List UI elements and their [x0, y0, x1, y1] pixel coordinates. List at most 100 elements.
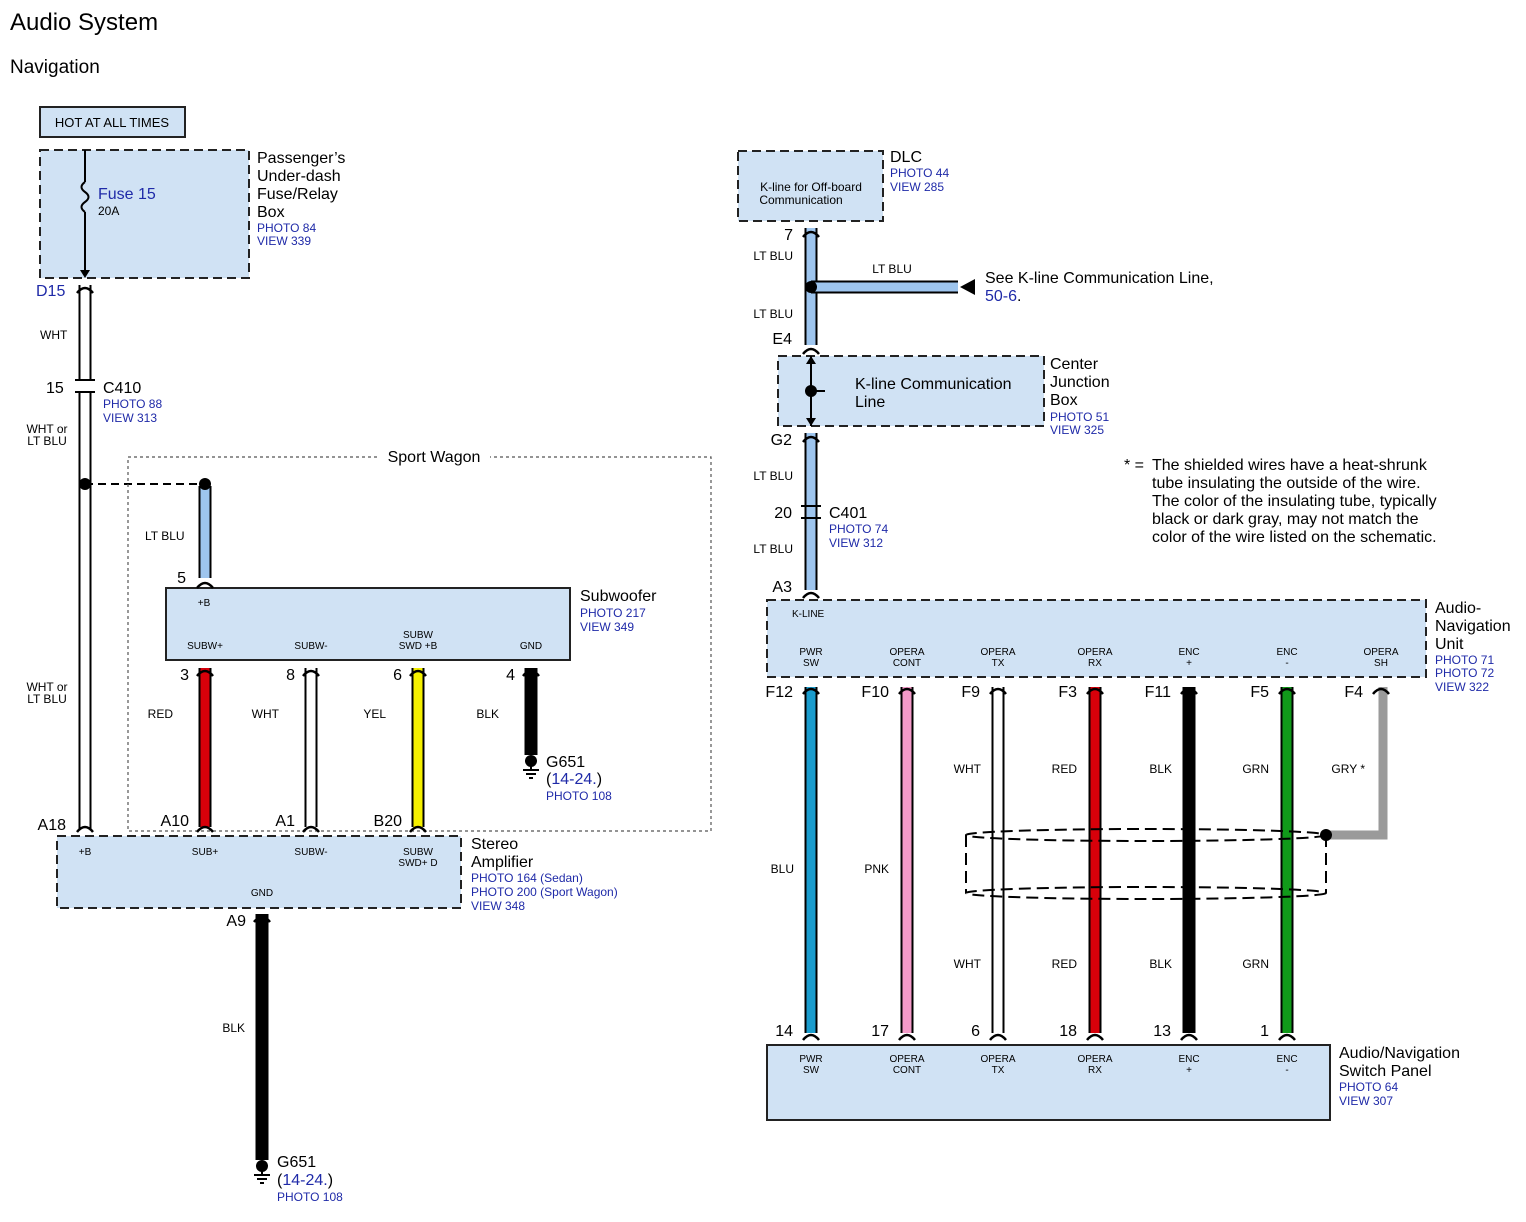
kline-ref-text: See K-line Communication Line,: [985, 270, 1214, 287]
c401-pin: 20: [774, 505, 792, 522]
anu-pin-label: OPERA: [889, 647, 924, 658]
subwoofer-pin-label: GND: [520, 641, 542, 652]
fuse-box-name-line: Under-dash: [257, 168, 341, 185]
fuse-box-name-line: Fuse/Relay: [257, 186, 338, 203]
anu-pin-label: RX: [1088, 658, 1102, 669]
wire-label-gry: GRY *: [1331, 762, 1365, 776]
anu-pin-f3: F3: [1058, 684, 1077, 701]
fuse-15-symbol: [80, 181, 90, 213]
anu-pin-label: OPERA: [980, 647, 1015, 658]
cjb-inner-1: K-line Communication: [855, 376, 1012, 393]
cup-anu-f12: [802, 687, 820, 695]
hot-at-all-times-box: [39, 106, 186, 138]
kline-ref-link[interactable]: 50-6: [985, 288, 1017, 305]
wire-label-wht-2: WHT: [954, 957, 982, 971]
subwoofer-photo: PHOTO 217: [580, 606, 646, 620]
amp-name-2: Amplifier: [471, 854, 534, 871]
switch-panel-pin-label: OPERA: [889, 1054, 924, 1065]
fuse-box-name-line: Passenger’s: [257, 150, 345, 167]
cup-sub-4: [522, 669, 540, 677]
cup-sp-14: [802, 1033, 820, 1041]
wire-label-blk-2: BLK: [1149, 957, 1172, 971]
sport-wagon-region: [127, 456, 712, 832]
splice-dot-kline: [805, 281, 817, 293]
sport-wagon-label-bg: [378, 447, 490, 465]
cup-cjb-e4: [802, 347, 820, 355]
anu-pin-label: TX: [992, 658, 1005, 669]
cup-sp-13: [1180, 1033, 1198, 1041]
subwoofer-pin-label: SUBW-: [294, 641, 327, 652]
switch-panel-pin-label: TX: [992, 1065, 1005, 1076]
subwoofer-name: Subwoofer: [580, 588, 657, 605]
amp-pin-a9: A9: [226, 913, 246, 930]
anu-name-3: Unit: [1435, 636, 1464, 653]
cjb-internal-dot: [805, 385, 817, 397]
subwoofer-pin-label: SUBW+: [187, 641, 223, 652]
wire-label-grn-2: GRN: [1242, 957, 1269, 971]
cjb-view: VIEW 325: [1050, 423, 1104, 437]
switch-panel-pin-label: PWR: [799, 1054, 822, 1065]
c410-photo: PHOTO 88: [103, 397, 162, 411]
switch-panel-pin-label: ENC: [1178, 1054, 1199, 1065]
c401-photo: PHOTO 74: [829, 522, 888, 536]
amp-pin-subw: SUBW: [403, 847, 434, 858]
fuse-box-view: VIEW 339: [257, 234, 311, 248]
cup-dlc-7: [802, 230, 820, 238]
subwoofer-pin-num: 4: [506, 667, 515, 684]
switch-panel-pin-17: 17: [871, 1023, 889, 1040]
wire-label-lt-blu-sub: LT BLU: [145, 529, 185, 543]
amp-pin-b20: B20: [374, 813, 403, 830]
anu-pin-a3: A3: [772, 579, 792, 596]
cjb-name-3: Box: [1050, 392, 1078, 409]
switch-panel-box: [766, 1044, 1331, 1121]
amp-pin-a1: A1: [275, 813, 295, 830]
switch-panel-pin-13: 13: [1153, 1023, 1171, 1040]
cup-sub-5: [196, 581, 214, 589]
kline-ref-dot: .: [1017, 288, 1021, 305]
amp-pin-plus-b: +B: [79, 847, 92, 858]
cup-sub-8: [302, 669, 320, 677]
g651-sub-link[interactable]: 14-24.: [551, 771, 596, 788]
dlc-inner-1: K-line for Off-board: [760, 180, 862, 194]
splice-dot-subwoofer: [199, 478, 211, 490]
subwoofer-pin-label: SUBW: [403, 630, 434, 641]
note-line: The color of the insulating tube, typica…: [1152, 493, 1437, 510]
cup-anu-f5: [1278, 687, 1296, 695]
amp-view: VIEW 348: [471, 899, 525, 913]
switch-panel-name-1: Audio/Navigation: [1339, 1045, 1460, 1062]
anu-pin-label: OPERA: [1363, 647, 1398, 658]
wire-label-wht-or-2: LT BLU: [27, 434, 67, 448]
audio-navigation-unit-box: [766, 599, 1427, 678]
subwoofer-box: [165, 587, 571, 661]
anu-pin-label: PWR: [799, 647, 822, 658]
wire-label-red-2: RED: [1052, 957, 1078, 971]
wire-label-wht-1: WHT: [954, 762, 982, 776]
anu-pin-label: ENC: [1276, 647, 1297, 658]
cup-sp-18: [1086, 1033, 1104, 1041]
wire-label-lt-blu-3: LT BLU: [753, 469, 793, 483]
cup-anu-a3: [802, 591, 820, 599]
dlc-photo: PHOTO 44: [890, 166, 949, 180]
wire-label-blk-1: BLK: [1149, 762, 1172, 776]
wire-label-lt-blu-2: LT BLU: [753, 307, 793, 321]
wire-label-sub-blk: BLK: [476, 707, 499, 721]
cup-sp-6: [989, 1033, 1007, 1041]
wire-label-lt-blu-4: LT BLU: [753, 542, 793, 556]
anu-view: VIEW 322: [1435, 680, 1489, 694]
anu-pin-label: SW: [803, 658, 820, 669]
amp-pin-sub-plus: SUB+: [192, 847, 219, 858]
cjb-pin-e4: E4: [772, 331, 792, 348]
cup-cjb-g2: [802, 435, 820, 443]
cup-anu-f9: [989, 687, 1007, 695]
cjb-name-2: Junction: [1050, 374, 1110, 391]
dlc-name: DLC: [890, 149, 922, 166]
terminal-d15: D15: [36, 283, 65, 300]
anu-pin-label: CONT: [893, 658, 921, 669]
splice-dot-left: [79, 478, 91, 490]
shield-bot-ellipse: [965, 886, 1327, 900]
amp-pin-subw-minus: SUBW-: [294, 847, 327, 858]
g651-amp-link[interactable]: 14-24.: [282, 1172, 327, 1189]
wire-label-pnk: PNK: [864, 862, 889, 876]
switch-panel-pin-label: OPERA: [1077, 1054, 1112, 1065]
cup-anu-f3: [1086, 687, 1104, 695]
